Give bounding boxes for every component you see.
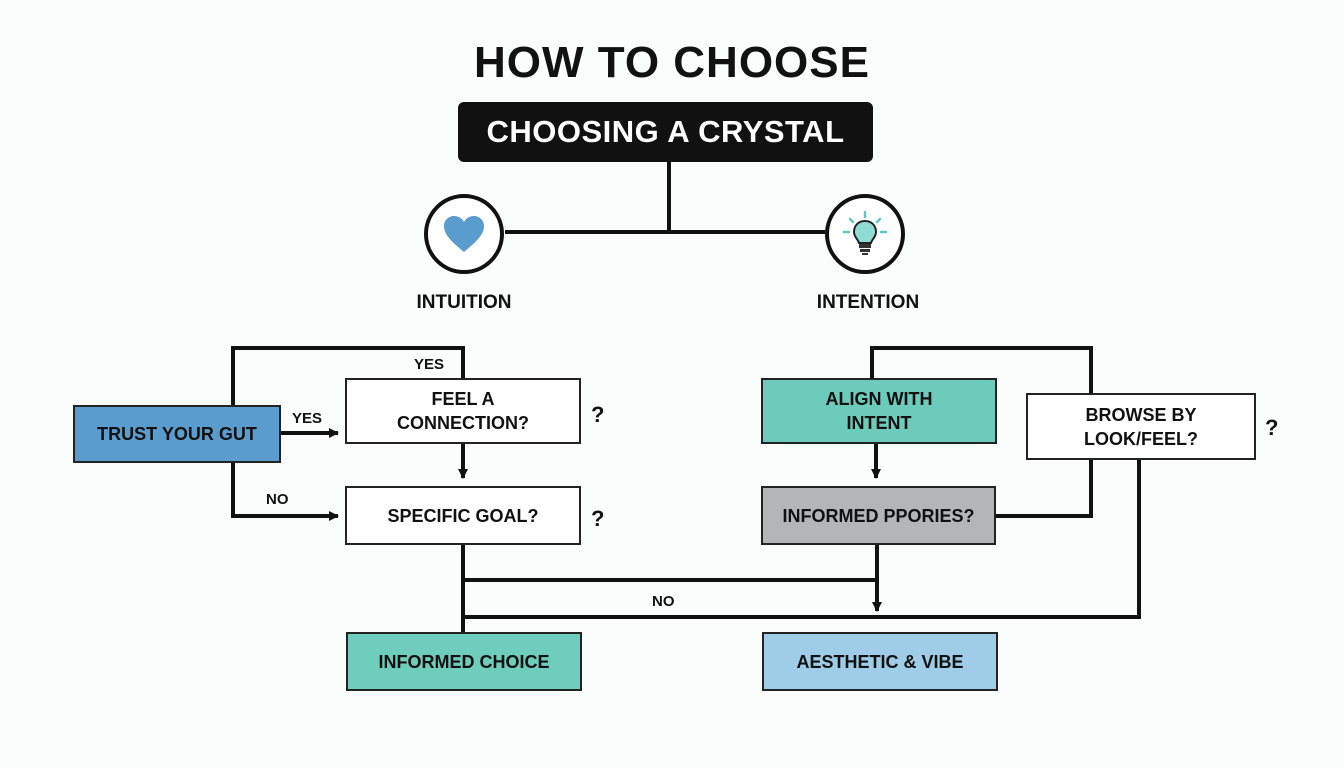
heart-icon [444,216,484,252]
trust-your-gut-node: TRUST YOUR GUT [73,405,281,463]
edge-label-yes-top: YES [414,356,445,373]
informed-priorities-node: INFORMED PPORIES? [761,486,996,545]
lower-cross-line [463,460,1141,619]
intuition-label: INTUITION [416,292,512,313]
specific-goal-node: SPECIFIC GOAL? [345,486,581,545]
root-node: CHOOSING A CRYSTAL [458,102,873,162]
yes-loop-line [231,346,465,405]
informed-choice-node: INFORMED CHOICE [346,632,582,691]
feel-connection-node: FEEL A CONNECTION? [345,378,581,444]
intention-label: INTENTION [816,292,920,313]
edge-label-no: NO [266,491,289,508]
edge-label-yes: YES [292,410,323,427]
lightbulb-icon [842,210,888,255]
root-connector [505,162,825,234]
browse-to-priorities-line [996,460,1093,518]
align-with-intent-node: ALIGN WITH INTENT [761,378,997,444]
browse-by-look-node: BROWSE BY LOOK/FEEL? [1026,393,1256,460]
no-arrow-line [231,463,339,521]
aesthetic-vibe-node: AESTHETIC & VIBE [762,632,998,691]
edge-label-no-bottom: NO [652,593,675,610]
intention-circle [825,194,905,274]
intuition-circle [424,194,504,274]
question-mark: ? [591,402,605,427]
right-loop-line [870,346,1093,393]
question-mark: ? [1265,415,1279,440]
question-mark: ? [591,506,605,531]
page-title: HOW TO CHOOSE [474,38,870,87]
